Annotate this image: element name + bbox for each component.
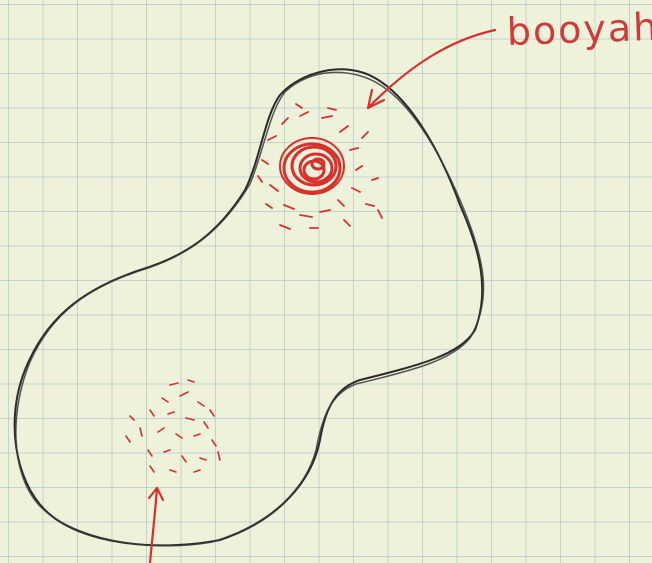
annotation-arrow [368, 30, 495, 108]
red-hotspot-dense [258, 104, 382, 229]
blob-outline [15, 69, 483, 545]
bottom-arrow [149, 488, 163, 563]
red-hotspot-faint [126, 380, 220, 472]
annotation-label: booyah. [506, 4, 652, 54]
blob-outline-second-stroke [16, 72, 484, 545]
